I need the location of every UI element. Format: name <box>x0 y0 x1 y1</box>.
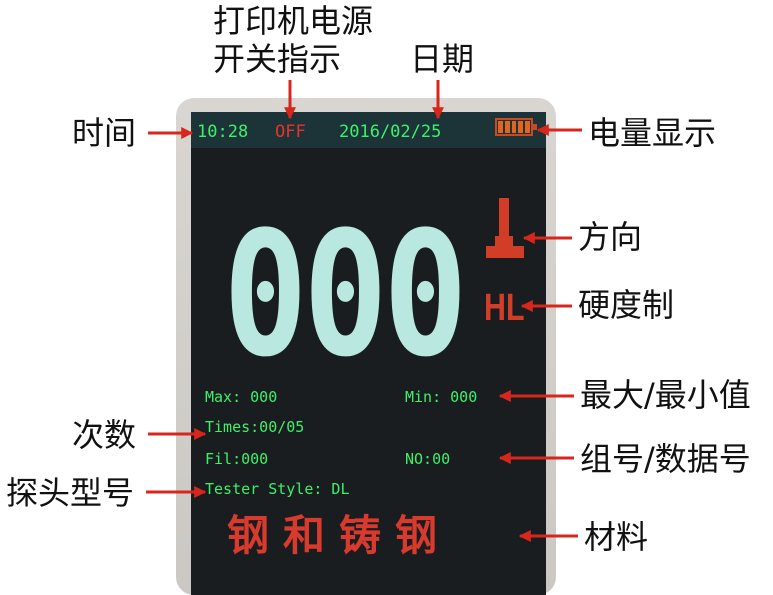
hardness-unit: HL <box>484 287 525 329</box>
date-label: 日期 <box>410 40 475 78</box>
count-label: 次数 <box>72 416 137 454</box>
min-value: Min: 000 <box>405 388 478 406</box>
times-value: Times:00/05 <box>205 418 305 436</box>
hardness-scale-label: 硬度制 <box>578 286 675 324</box>
impact-direction-icon <box>486 198 524 258</box>
battery-label: 电量显示 <box>588 114 717 152</box>
tester-style: Tester Style: DL <box>205 480 350 498</box>
battery-icon <box>495 118 537 136</box>
probe-type-label: 探头型号 <box>6 474 135 512</box>
printer-power-label-line2: 开关指示 <box>213 40 342 78</box>
hardness-reading: 000 <box>223 194 468 395</box>
printer-power-label-line1: 打印机电源 <box>213 2 374 40</box>
status-bar: 10:28 OFF 2016/02/25 <box>191 112 546 148</box>
fil-value: Fil:000 <box>205 450 269 468</box>
max-value: Max: 000 <box>205 388 278 406</box>
date-display: 2016/02/25 <box>339 122 442 142</box>
material-display: 钢和铸钢 <box>227 511 452 560</box>
group-number: NO:00 <box>405 450 451 468</box>
printer-status: OFF <box>275 122 306 142</box>
time-display: 10:28 <box>197 122 249 142</box>
lcd-screen: 10:28 OFF 2016/02/25 000 HL Max: 000 Min… <box>191 112 546 595</box>
time-label: 时间 <box>72 114 137 152</box>
max-min-label: 最大/最小值 <box>580 376 751 414</box>
direction-label: 方向 <box>578 218 643 256</box>
material-label: 材料 <box>584 518 649 556</box>
group-number-label: 组号/数据号 <box>580 440 751 478</box>
